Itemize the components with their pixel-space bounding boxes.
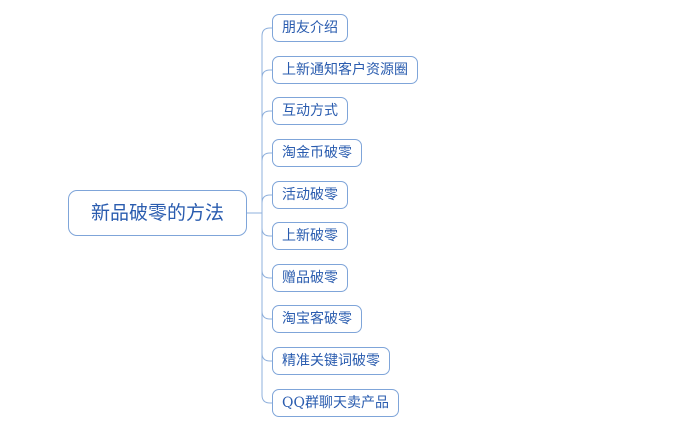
topic-label: 赠品破零 bbox=[282, 270, 338, 286]
topic-label: 活动破零 bbox=[282, 187, 338, 203]
connector-branch bbox=[261, 152, 272, 162]
topic-label: 淘金币破零 bbox=[282, 145, 352, 161]
topic-label: 互动方式 bbox=[282, 103, 338, 119]
topic-node-interaction[interactable]: 互动方式 bbox=[272, 97, 348, 125]
topic-label: 上新通知客户资源圈 bbox=[282, 62, 408, 78]
connector-branch bbox=[261, 194, 272, 204]
topic-label: 淘宝客破零 bbox=[282, 311, 352, 327]
topic-node-gift[interactable]: 赠品破零 bbox=[272, 264, 348, 292]
topic-label: 上新破零 bbox=[282, 228, 338, 244]
topic-node-keyword[interactable]: 精准关键词破零 bbox=[272, 347, 390, 375]
connector-branch bbox=[261, 269, 272, 279]
root-topic-label: 新品破零的方法 bbox=[90, 202, 224, 224]
root-topic-node[interactable]: 新品破零的方法 bbox=[68, 190, 247, 236]
connector-branch bbox=[261, 227, 272, 237]
topic-label: 朋友介绍 bbox=[282, 20, 338, 36]
topic-node-new-arrival-notify[interactable]: 上新通知客户资源圈 bbox=[272, 56, 418, 84]
topic-node-taobaoke[interactable]: 淘宝客破零 bbox=[272, 305, 362, 333]
connector-branch bbox=[261, 310, 272, 320]
connector-branch bbox=[261, 110, 272, 120]
topic-node-activity[interactable]: 活动破零 bbox=[272, 181, 348, 209]
topic-label: 精准关键词破零 bbox=[282, 353, 380, 369]
connector-branch bbox=[261, 69, 272, 79]
connector-branch bbox=[261, 27, 272, 37]
topic-node-qq-group[interactable]: QQ群聊天卖产品 bbox=[272, 389, 399, 417]
topic-label: QQ群聊天卖产品 bbox=[282, 395, 389, 411]
connector-branch bbox=[261, 352, 272, 362]
topic-node-new-arrival[interactable]: 上新破零 bbox=[272, 222, 348, 250]
topic-node-friend-intro[interactable]: 朋友介绍 bbox=[272, 14, 348, 42]
connector-branch bbox=[261, 394, 272, 404]
topic-node-gold-coin[interactable]: 淘金币破零 bbox=[272, 139, 362, 167]
